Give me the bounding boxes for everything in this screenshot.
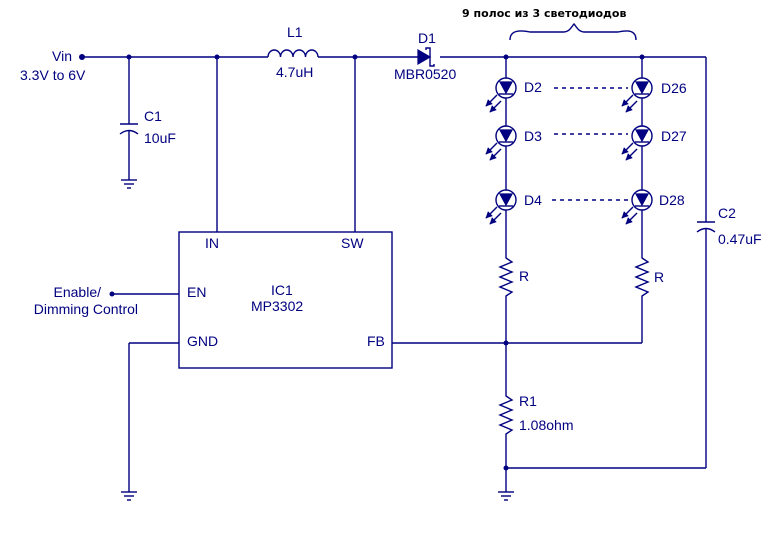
d1-ref-label: D1 — [418, 30, 436, 46]
led-right-label-1: D27 — [661, 128, 687, 144]
r-left-label: R — [519, 268, 529, 284]
led-d3 — [485, 125, 517, 161]
inductor-l1 — [267, 49, 319, 58]
enable-terminal — [109, 291, 115, 297]
resistor-r-right — [634, 255, 650, 343]
led-left-label-1: D3 — [524, 128, 542, 144]
r-right-label: R — [654, 269, 664, 285]
ic1-pin-in: IN — [205, 235, 219, 251]
led-strings-brace — [509, 23, 637, 41]
led-d26 — [621, 77, 653, 113]
led-d28 — [621, 189, 653, 225]
control-label-line-1: Enable/ — [54, 284, 102, 300]
c1-ref-label: C1 — [144, 108, 162, 124]
led-d2 — [485, 77, 517, 113]
led-right-label-0: D26 — [661, 80, 687, 96]
ground-icon — [498, 491, 514, 501]
led-d4 — [485, 189, 517, 225]
c2-value-label: 0.47uF — [718, 231, 762, 247]
resistor-r-left — [498, 255, 514, 343]
ic1-pin-en: EN — [187, 284, 206, 300]
led-d27 — [621, 125, 653, 161]
diagram-title: 9 полос из 3 светодиодов — [462, 7, 626, 20]
d1-value-label: MBR0520 — [394, 66, 456, 82]
r1-ref-label: R1 — [519, 393, 537, 409]
control-label-line-2: Dimming Control — [34, 301, 138, 317]
ic1-pin-fb: FB — [367, 333, 385, 349]
vin-range-label: 3.3V to 6V — [20, 67, 86, 83]
c1-plate-bottom — [119, 129, 139, 135]
led-left-label-0: D2 — [524, 79, 542, 95]
c2-plate-bottom — [696, 227, 716, 233]
ground-icon — [121, 179, 137, 189]
c1-value-label: 10uF — [144, 130, 176, 146]
c2-ref-label: C2 — [718, 205, 736, 221]
ic1-package — [178, 231, 393, 369]
led-left-label-2: D4 — [524, 192, 542, 208]
schottky-diode-d1 — [417, 47, 435, 67]
ic1-part-label: MP3302 — [251, 298, 303, 314]
l1-ref-label: L1 — [287, 24, 303, 40]
l1-value-label: 4.7uH — [276, 64, 313, 80]
r1-value-label: 1.08ohm — [519, 417, 573, 433]
ground-icon — [121, 491, 137, 501]
vin-label: Vin — [52, 48, 72, 64]
ic1-pin-sw: SW — [341, 235, 364, 251]
resistor-r1 — [498, 392, 514, 468]
ic1-pin-gnd: GND — [187, 333, 218, 349]
led-right-label-2: D28 — [659, 192, 685, 208]
ic1-ref-label: IC1 — [271, 282, 293, 298]
vin-terminal — [79, 54, 85, 60]
